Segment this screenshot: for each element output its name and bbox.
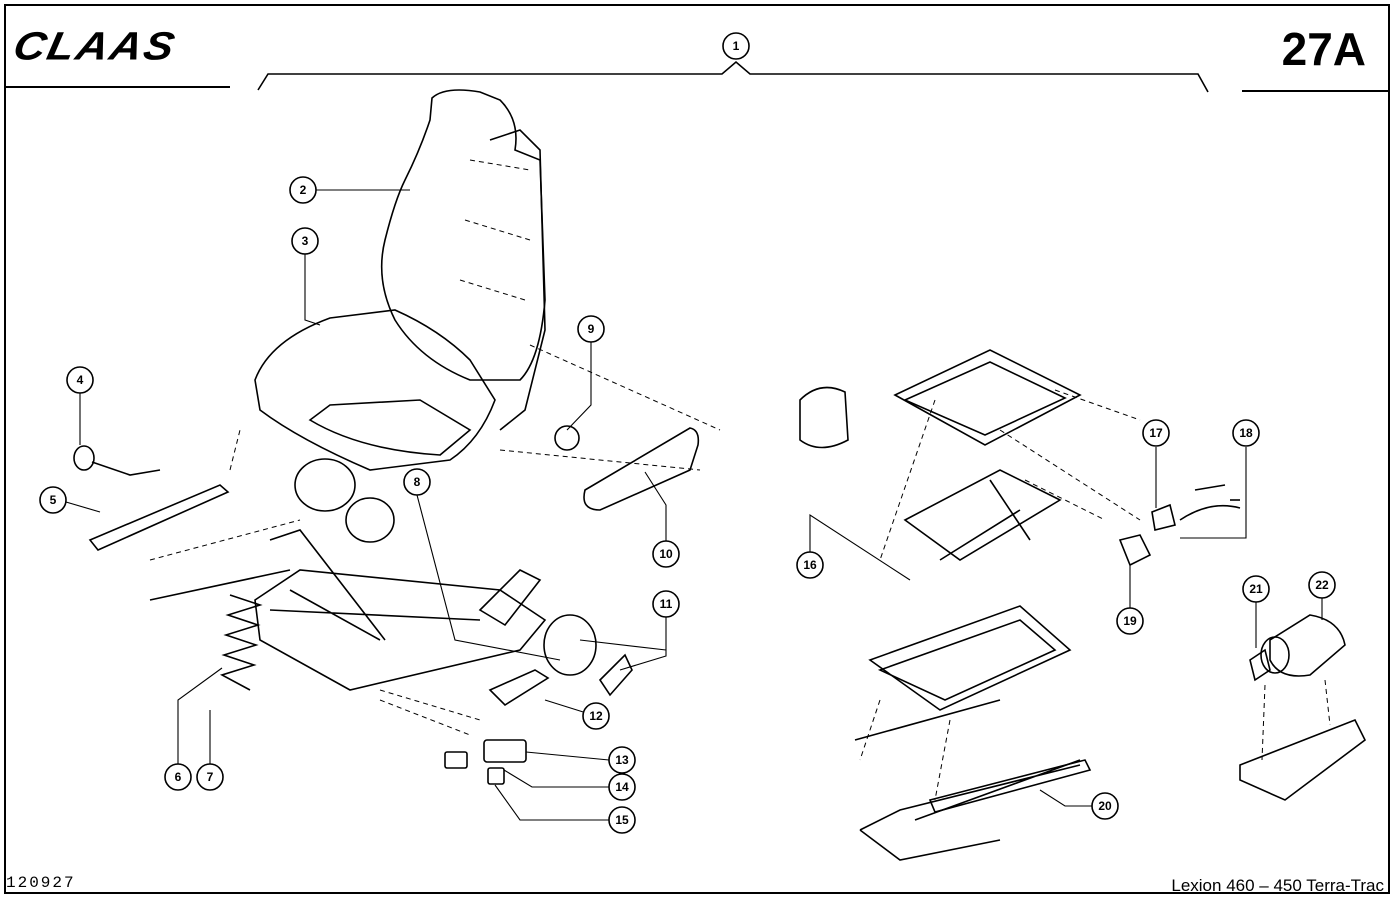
armrest-shape	[583, 427, 700, 511]
callout-15: 15	[608, 806, 636, 834]
callout-8: 8	[403, 468, 431, 496]
suspension-top-frame	[893, 349, 1082, 446]
svg-text:1: 1	[733, 39, 740, 53]
callout-16: 16	[796, 551, 824, 579]
svg-text:14: 14	[615, 780, 629, 794]
callout-13: 13	[608, 746, 636, 774]
backrest-shape	[380, 89, 546, 381]
model-name: Lexion 460 – 450 Terra-Trac	[1171, 876, 1384, 895]
svg-text:8: 8	[414, 475, 421, 489]
svg-text:5: 5	[50, 493, 57, 507]
svg-text:19: 19	[1123, 614, 1137, 628]
callout-20: 20	[1091, 792, 1119, 820]
callout-3: 3	[291, 227, 319, 255]
callout-7: 7	[196, 763, 224, 791]
svg-text:15: 15	[615, 813, 629, 827]
callout-11: 11	[652, 590, 680, 618]
svg-text:4: 4	[77, 373, 84, 387]
svg-text:21: 21	[1249, 582, 1263, 596]
compressor-body	[1269, 614, 1346, 677]
bellows-shape	[219, 594, 263, 691]
header-rule-left	[4, 86, 230, 88]
callout-9: 9	[577, 315, 605, 343]
document-number: 120927	[6, 874, 76, 892]
base-frame-rails	[859, 759, 1081, 861]
drawing-frame	[4, 4, 1390, 894]
svg-text:2: 2	[300, 183, 307, 197]
callout-18: 18	[1232, 419, 1260, 447]
svg-text:6: 6	[175, 770, 182, 784]
svg-text:7: 7	[207, 770, 214, 784]
leader-lines	[65, 189, 1323, 821]
cushion-shape	[254, 309, 496, 471]
header-rule-right	[1242, 90, 1390, 92]
svg-text:9: 9	[588, 322, 595, 336]
svg-text:3: 3	[302, 234, 309, 248]
callout-12: 12	[582, 702, 610, 730]
suspension-lower-frame	[868, 605, 1072, 711]
svg-text:10: 10	[659, 547, 673, 561]
svg-text:20: 20	[1098, 799, 1112, 813]
callout-2: 2	[289, 176, 317, 204]
callout-19: 19	[1116, 607, 1144, 635]
callout-1: 1	[722, 32, 750, 60]
callout-10: 10	[652, 540, 680, 568]
svg-text:18: 18	[1239, 426, 1253, 440]
assembly-bracket	[257, 60, 1209, 93]
callout-5: 5	[39, 486, 67, 514]
svg-text:22: 22	[1315, 578, 1329, 592]
callout-21: 21	[1242, 575, 1270, 603]
slide-rail-shape	[88, 484, 230, 551]
callout-14: 14	[608, 773, 636, 801]
callout-4: 4	[66, 366, 94, 394]
svg-text:17: 17	[1149, 426, 1163, 440]
callout-22: 22	[1308, 571, 1336, 599]
svg-text:12: 12	[589, 709, 603, 723]
svg-text:16: 16	[803, 558, 817, 572]
backrest-frame	[489, 129, 546, 431]
suspension-cushion-block	[799, 386, 849, 449]
svg-text:11: 11	[660, 597, 673, 611]
callout-17: 17	[1142, 419, 1170, 447]
page-number: 27A	[1281, 23, 1366, 75]
svg-text:13: 13	[615, 753, 629, 767]
callout-6: 6	[164, 763, 192, 791]
